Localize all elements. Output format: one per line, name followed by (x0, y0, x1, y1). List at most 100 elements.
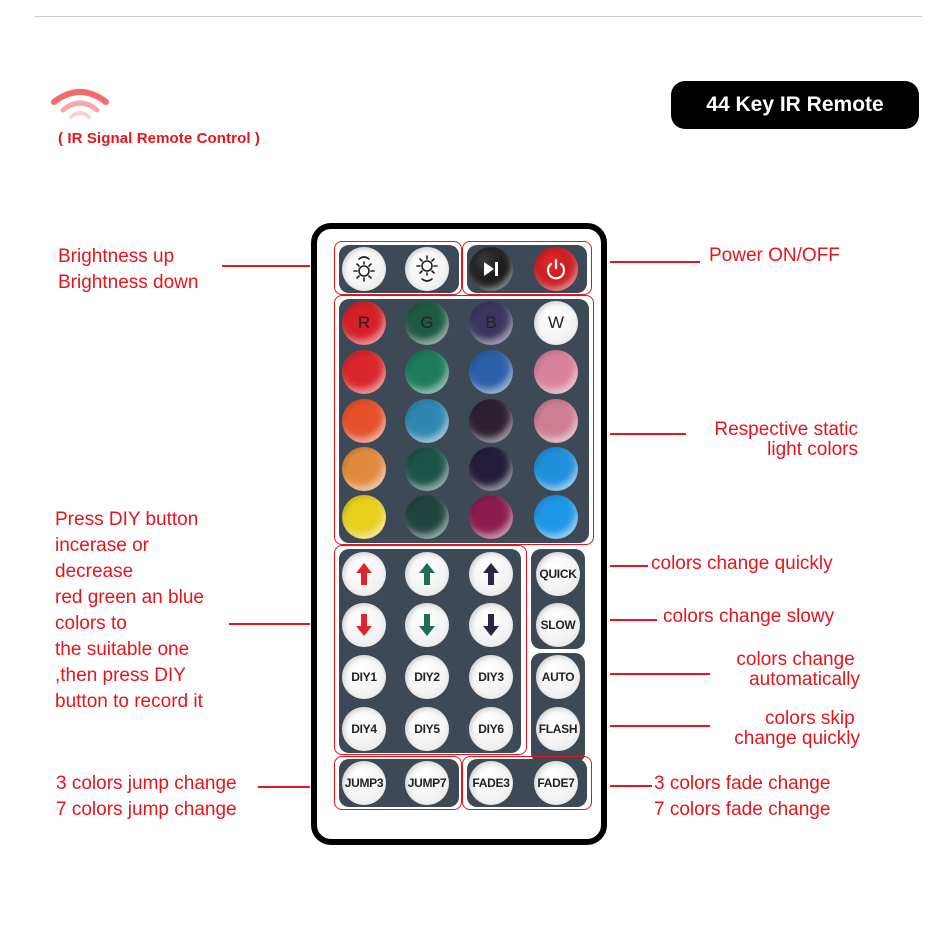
note-fade: 3 colors fade change 7 colors fade chang… (654, 773, 831, 820)
note-quick: colors change quickly (651, 553, 833, 574)
leader-brightness (222, 265, 310, 267)
wifi-signal-icon (51, 89, 109, 119)
diy1-button[interactable]: DIY1 (342, 655, 386, 699)
jump7-button[interactable]: JUMP7 (405, 761, 449, 805)
power-button[interactable] (534, 247, 578, 291)
color-button-w[interactable]: W (534, 301, 578, 345)
ir-caption: ( IR Signal Remote Control ) (58, 130, 260, 147)
color-button-b[interactable]: B (469, 301, 513, 345)
color-button[interactable] (469, 399, 513, 443)
note-static-colors: Respective static light colors (714, 419, 858, 460)
diy-up-button[interactable] (469, 552, 513, 596)
diy3-button[interactable]: DIY3 (469, 655, 513, 699)
color-button[interactable] (342, 399, 386, 443)
highlight-colors (334, 295, 594, 545)
button-label: AUTO (541, 670, 575, 684)
button-label: DIY3 (478, 670, 504, 684)
highlight-diy (334, 545, 527, 755)
diy5-button[interactable]: DIY5 (405, 707, 449, 751)
diy-up-button[interactable] (342, 552, 386, 596)
arrow-down-icon (419, 614, 435, 636)
diy-down-button[interactable] (405, 603, 449, 647)
flash-button[interactable]: FLASH (536, 707, 580, 751)
leader-fade (610, 785, 652, 787)
auto-button[interactable]: AUTO (536, 655, 580, 699)
fade7-button[interactable]: FADE7 (534, 761, 578, 805)
play-pause-button[interactable] (469, 247, 513, 291)
color-button[interactable] (405, 495, 449, 539)
color-button[interactable] (534, 350, 578, 394)
color-button[interactable] (469, 495, 513, 539)
leader-flash (610, 725, 710, 727)
power-icon (546, 258, 566, 280)
button-label: SLOW (540, 618, 576, 632)
note-power: Power ON/OFF (709, 245, 840, 266)
leader-slow (610, 619, 657, 621)
highlight-power (462, 241, 592, 295)
highlight-fade (462, 756, 592, 810)
color-button[interactable] (405, 399, 449, 443)
arrow-up-icon (483, 563, 499, 585)
button-label: FLASH (538, 722, 578, 736)
color-button[interactable] (405, 447, 449, 491)
color-button-r[interactable]: R (342, 301, 386, 345)
button-label: DIY5 (414, 722, 440, 736)
note-brightness: Brightness up Brightness down (58, 246, 199, 293)
diy4-button[interactable]: DIY4 (342, 707, 386, 751)
leader-auto (610, 673, 710, 675)
button-label: JUMP3 (344, 776, 384, 790)
color-button[interactable] (534, 399, 578, 443)
color-button[interactable] (534, 495, 578, 539)
color-button[interactable] (469, 447, 513, 491)
diy-up-button[interactable] (405, 552, 449, 596)
note-flash: colors skip change quickly (734, 708, 860, 749)
leader-static (610, 433, 686, 435)
note-slow: colors change slowy (663, 606, 835, 627)
arrow-up-icon (419, 563, 435, 585)
brightness-up-button[interactable] (342, 247, 386, 291)
quick-button[interactable]: QUICK (536, 552, 580, 596)
diy-down-button[interactable] (469, 603, 513, 647)
color-button[interactable] (342, 350, 386, 394)
fade3-button[interactable]: FADE3 (469, 761, 513, 805)
button-label: JUMP7 (407, 776, 447, 790)
button-label: QUICK (539, 567, 577, 581)
button-label: B (485, 313, 497, 332)
sun-up-icon (353, 256, 375, 282)
leader-quick (610, 565, 648, 567)
color-button[interactable] (342, 447, 386, 491)
note-jump: 3 colors jump change 7 colors jump chang… (56, 773, 237, 820)
button-label: R (357, 313, 371, 332)
button-label: DIY4 (351, 722, 377, 736)
title-badge: 44 Key IR Remote (671, 81, 919, 129)
color-button[interactable] (342, 495, 386, 539)
arrow-down-icon (483, 614, 499, 636)
button-label: DIY1 (351, 670, 377, 684)
button-label: FADE3 (472, 776, 510, 790)
diy2-button[interactable]: DIY2 (405, 655, 449, 699)
button-label: W (547, 313, 565, 332)
color-button-g[interactable]: G (405, 301, 449, 345)
note-diy: Press DIY button incerase or decrease re… (55, 509, 204, 712)
note-auto: colors change automatically (736, 649, 860, 690)
color-button[interactable] (405, 350, 449, 394)
diy-down-button[interactable] (342, 603, 386, 647)
leader-power (610, 261, 700, 263)
highlight-brightness (334, 241, 462, 295)
highlight-jump (334, 756, 462, 810)
slow-button[interactable]: SLOW (536, 603, 580, 647)
button-label: DIY6 (478, 722, 504, 736)
button-label: G (420, 313, 434, 332)
sun-down-icon (416, 255, 438, 282)
top-divider (34, 16, 922, 17)
leader-diy (229, 623, 310, 625)
brightness-down-button[interactable] (405, 247, 449, 291)
diy6-button[interactable]: DIY6 (469, 707, 513, 751)
color-button[interactable] (469, 350, 513, 394)
jump3-button[interactable]: JUMP3 (342, 761, 386, 805)
color-button[interactable] (534, 447, 578, 491)
button-label: DIY2 (414, 670, 440, 684)
leader-jump (258, 786, 310, 788)
play-pause-icon (484, 262, 498, 276)
